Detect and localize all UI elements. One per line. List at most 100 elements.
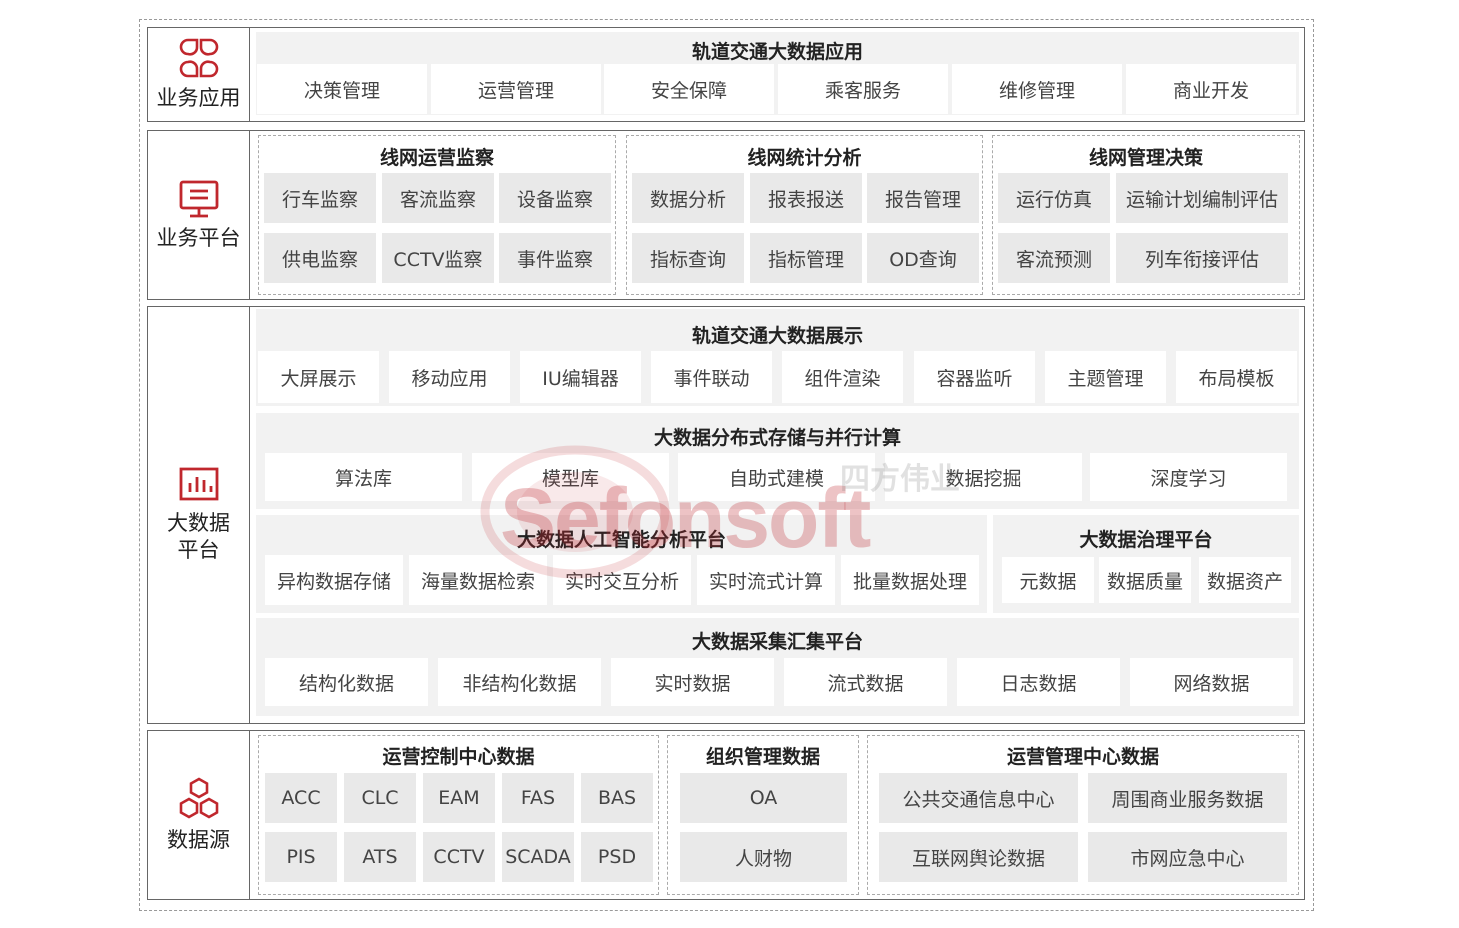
layer-label: 业务平台 bbox=[148, 131, 250, 299]
biz-group bbox=[626, 135, 983, 295]
group-title: 线网运营监察 bbox=[379, 147, 494, 169]
biz-item: 行车监察 bbox=[264, 173, 376, 223]
section-collect bbox=[256, 618, 1299, 716]
collect-item: 实时数据 bbox=[611, 658, 774, 706]
biz-item: 指标查询 bbox=[632, 233, 744, 283]
layer-label-text: 业务应用 bbox=[156, 86, 241, 110]
collect-item: 非结构化数据 bbox=[438, 658, 601, 706]
ai-item: 海量数据检索 bbox=[409, 555, 547, 605]
source-item: 周围商业服务数据 bbox=[1088, 773, 1287, 823]
display-item: IU编辑器 bbox=[520, 351, 641, 403]
source-item: PSD bbox=[581, 832, 653, 882]
layer-label-text: 业务平台 bbox=[156, 225, 241, 250]
source-group bbox=[867, 735, 1299, 895]
biz-item: 列车衔接评估 bbox=[1116, 233, 1288, 283]
source-group bbox=[258, 735, 659, 895]
layer-label: 大数据 平台 bbox=[148, 307, 250, 723]
gov-item: 数据质量 bbox=[1099, 557, 1191, 603]
app-item: 运营管理 bbox=[431, 64, 601, 114]
ai-item: 实时交互分析 bbox=[553, 555, 691, 605]
group-title: 组织管理数据 bbox=[705, 746, 820, 768]
architecture-frame bbox=[139, 19, 1314, 911]
source-item: 人财物 bbox=[680, 832, 847, 882]
source-group bbox=[667, 735, 859, 895]
source-item: EAM bbox=[423, 773, 495, 823]
biz-item: 客流监察 bbox=[382, 173, 494, 223]
layer-label: 数据源 bbox=[148, 731, 250, 899]
biz-group bbox=[992, 135, 1300, 295]
source-item: CCTV bbox=[423, 832, 495, 882]
group-title: 线网统计分析 bbox=[747, 147, 862, 169]
biz-item: 指标管理 bbox=[750, 233, 862, 283]
layer-label-text: 数据源 bbox=[167, 827, 230, 852]
display-item: 事件联动 bbox=[651, 351, 772, 403]
storage-item: 数据挖掘 bbox=[885, 453, 1082, 501]
hexagon-cluster-icon bbox=[175, 777, 223, 821]
app-item: 商业开发 bbox=[1126, 64, 1296, 114]
section-title: 大数据分布式存储与并行计算 bbox=[653, 427, 901, 449]
biz-group bbox=[258, 135, 616, 295]
app-item: 安全保障 bbox=[604, 64, 774, 114]
source-item: 互联网舆论数据 bbox=[879, 832, 1078, 882]
display-item: 容器监听 bbox=[914, 351, 1035, 403]
biz-item: CCTV监察 bbox=[382, 233, 494, 283]
biz-item: 供电监察 bbox=[264, 233, 376, 283]
source-item: OA bbox=[680, 773, 847, 823]
biz-item: 设备监察 bbox=[499, 173, 611, 223]
section-title: 轨道交通大数据应用 bbox=[691, 41, 863, 63]
biz-item: 运输计划编制评估 bbox=[1116, 173, 1288, 223]
display-item: 大屏展示 bbox=[258, 351, 379, 403]
four-petal-icon bbox=[178, 37, 220, 79]
section-title: 大数据人工智能分析平台 bbox=[516, 529, 726, 551]
section-title: 大数据采集汇集平台 bbox=[691, 631, 863, 653]
ai-item: 异构数据存储 bbox=[265, 555, 403, 605]
collect-item: 日志数据 bbox=[957, 658, 1120, 706]
section-title: 轨道交通大数据展示 bbox=[691, 325, 863, 347]
section-title: 大数据治理平台 bbox=[1079, 529, 1213, 551]
app-item: 乘客服务 bbox=[778, 64, 948, 114]
source-item: ACC bbox=[265, 773, 337, 823]
ai-item: 实时流式计算 bbox=[697, 555, 835, 605]
storage-item: 模型库 bbox=[472, 453, 669, 501]
group-title: 运营管理中心数据 bbox=[1006, 746, 1159, 768]
layer-label: 业务应用 bbox=[148, 28, 250, 121]
app-item: 决策管理 bbox=[257, 64, 427, 114]
storage-item: 自助式建模 bbox=[678, 453, 875, 501]
gov-item: 元数据 bbox=[1002, 557, 1094, 603]
biz-item: 数据分析 bbox=[632, 173, 744, 223]
ai-item: 批量数据处理 bbox=[841, 555, 979, 605]
source-item: CLC bbox=[344, 773, 416, 823]
display-item: 布局模板 bbox=[1176, 351, 1297, 403]
collect-item: 流式数据 bbox=[784, 658, 947, 706]
group-title: 运营控制中心数据 bbox=[382, 746, 535, 768]
layer-label-text: 大数据 平台 bbox=[167, 511, 230, 562]
source-item: ATS bbox=[344, 832, 416, 882]
biz-item: 运行仿真 bbox=[998, 173, 1110, 223]
biz-item: 事件监察 bbox=[499, 233, 611, 283]
source-item: 公共交通信息中心 bbox=[879, 773, 1078, 823]
group-title: 线网管理决策 bbox=[1088, 147, 1203, 169]
biz-item: OD查询 bbox=[867, 233, 979, 283]
display-item: 移动应用 bbox=[389, 351, 510, 403]
storage-item: 深度学习 bbox=[1090, 453, 1287, 501]
layer-business-app: 业务应用 轨道交通大数据应用 决策管理运营管理安全保障乘客服务维修管理商业开发 bbox=[147, 27, 1305, 122]
source-item: BAS bbox=[581, 773, 653, 823]
source-item: FAS bbox=[502, 773, 574, 823]
storage-item: 算法库 bbox=[265, 453, 462, 501]
section-app: 轨道交通大数据应用 bbox=[256, 32, 1299, 115]
biz-item: 报表报送 bbox=[750, 173, 862, 223]
collect-item: 网络数据 bbox=[1130, 658, 1293, 706]
biz-item: 报告管理 bbox=[867, 173, 979, 223]
source-item: 市网应急中心 bbox=[1088, 832, 1287, 882]
biz-item: 客流预测 bbox=[998, 233, 1110, 283]
source-item: PIS bbox=[265, 832, 337, 882]
bar-chart-icon bbox=[178, 466, 220, 504]
display-item: 主题管理 bbox=[1045, 351, 1166, 403]
source-item: SCADA bbox=[502, 832, 574, 882]
app-item: 维修管理 bbox=[952, 64, 1122, 114]
gov-item: 数据资产 bbox=[1199, 557, 1291, 603]
display-item: 组件渲染 bbox=[782, 351, 903, 403]
